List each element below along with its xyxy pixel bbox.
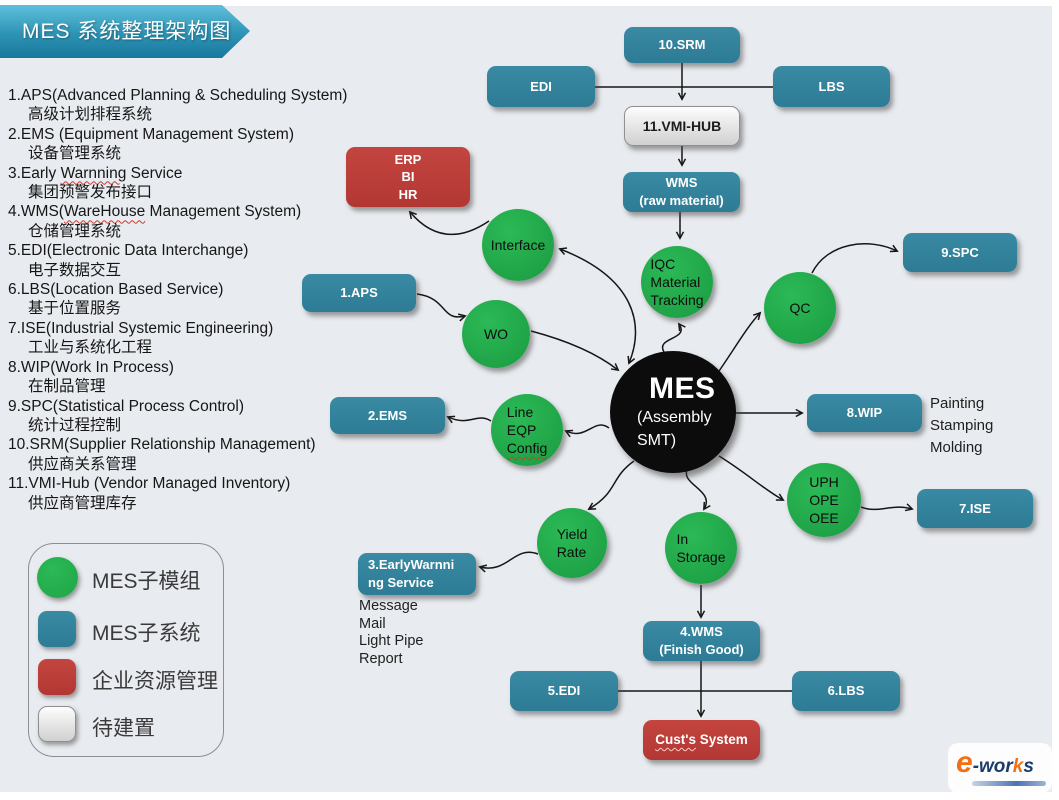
glossary-item: 2.EMS (Equipment Management System) 设备管理… [8,125,295,163]
node-early-warning: 3.EarlyWarnni ng Service [358,553,476,595]
glossary-list: 1.APS(Advanced Planning & Scheduling Sys… [8,86,368,513]
glossary-item: 10.SRM(Supplier Relationship Management)… [8,436,316,473]
node-qc: QC [764,272,836,344]
legend-label-pending: 待建置 [92,717,155,740]
node-iqc-material-tracking: IQC Material Tracking [641,246,713,318]
node-wip: 8.WIP [807,394,922,432]
page-title: MES 系统整理架构图 [0,5,250,58]
node-wms-raw: WMS (raw material) [623,172,740,212]
glossary-item: 5.EDI(Electronic Data Interchange) 电子数据交… [8,242,249,279]
glossary-item: 9.SPC(Statistical Process Control) 统计过程控… [8,397,245,434]
glossary-item: 7.ISE(Industrial Systemic Engineering) 工… [8,319,274,357]
glossary-item: 3.Early Warnning Service 集团预警发布接口 [8,164,183,202]
node-lbs6: 6.LBS [792,671,900,711]
node-yield-rate: Yield Rate [537,508,607,578]
node-aps: 1.APS [302,274,416,312]
glossary-item: 1.APS(Advanced Planning & Scheduling Sys… [8,87,348,124]
mes-subtitle: (Assembly SMT) [637,408,712,449]
legend-swatch-pending-rect [38,706,76,742]
node-cust-system: Cust's System [643,720,760,760]
node-lbs-top: LBS [773,66,890,107]
legend-label-erp: 企业资源管理 [92,670,218,693]
eworks-logo-text: e-works [956,746,1034,779]
eworks-logo-underline [972,781,1046,786]
node-wo: WO [462,300,530,368]
glossary-item: 8.WIP(Work In Process) 在制品管理 [8,358,174,396]
node-edi-top: EDI [487,66,595,107]
legend-swatch-module-circle [37,557,78,598]
legend-label-subsystem: MES子系统 [92,622,201,645]
legend-swatch-erp-rect [38,659,76,695]
glossary-item: 4.WMS(WareHouse Management System) 仓储管理系… [8,203,302,240]
node-uph-ope-oee: UPH OPE OEE [787,463,861,537]
node-in-storage: In Storage [665,512,737,584]
node-ise: 7.ISE [917,489,1033,528]
legend-swatch-subsystem-rect [38,611,76,647]
node-edi5: 5.EDI [510,671,618,711]
node-mes-core: MES (Assembly SMT) [610,351,736,473]
legend-label-module: MES子模组 [92,570,201,593]
early-warning-outputs-note: Message Mail Light Pipe Report [359,598,424,667]
node-ems: 2.EMS [330,397,445,434]
glossary-item: 6.LBS(Location Based Service) 基于位置服务 [8,281,224,318]
node-srm: 10.SRM [624,27,740,63]
legend-box [28,543,224,757]
node-wms-finish-good: 4.WMS (Finish Good) [643,621,760,661]
node-spc: 9.SPC [903,233,1017,272]
glossary-item: 11.VMI-Hub (Vendor Managed Inventory) 供应… [8,475,291,512]
node-interface: Interface [482,209,554,281]
node-vmi-hub: 11.VMI-HUB [624,106,740,146]
wip-process-note: Painting Stamping Molding [930,395,994,456]
mes-title: MES [649,371,716,405]
eworks-logo: e-works [948,743,1052,793]
node-erp-bi-hr: ERP BI HR [346,147,470,207]
